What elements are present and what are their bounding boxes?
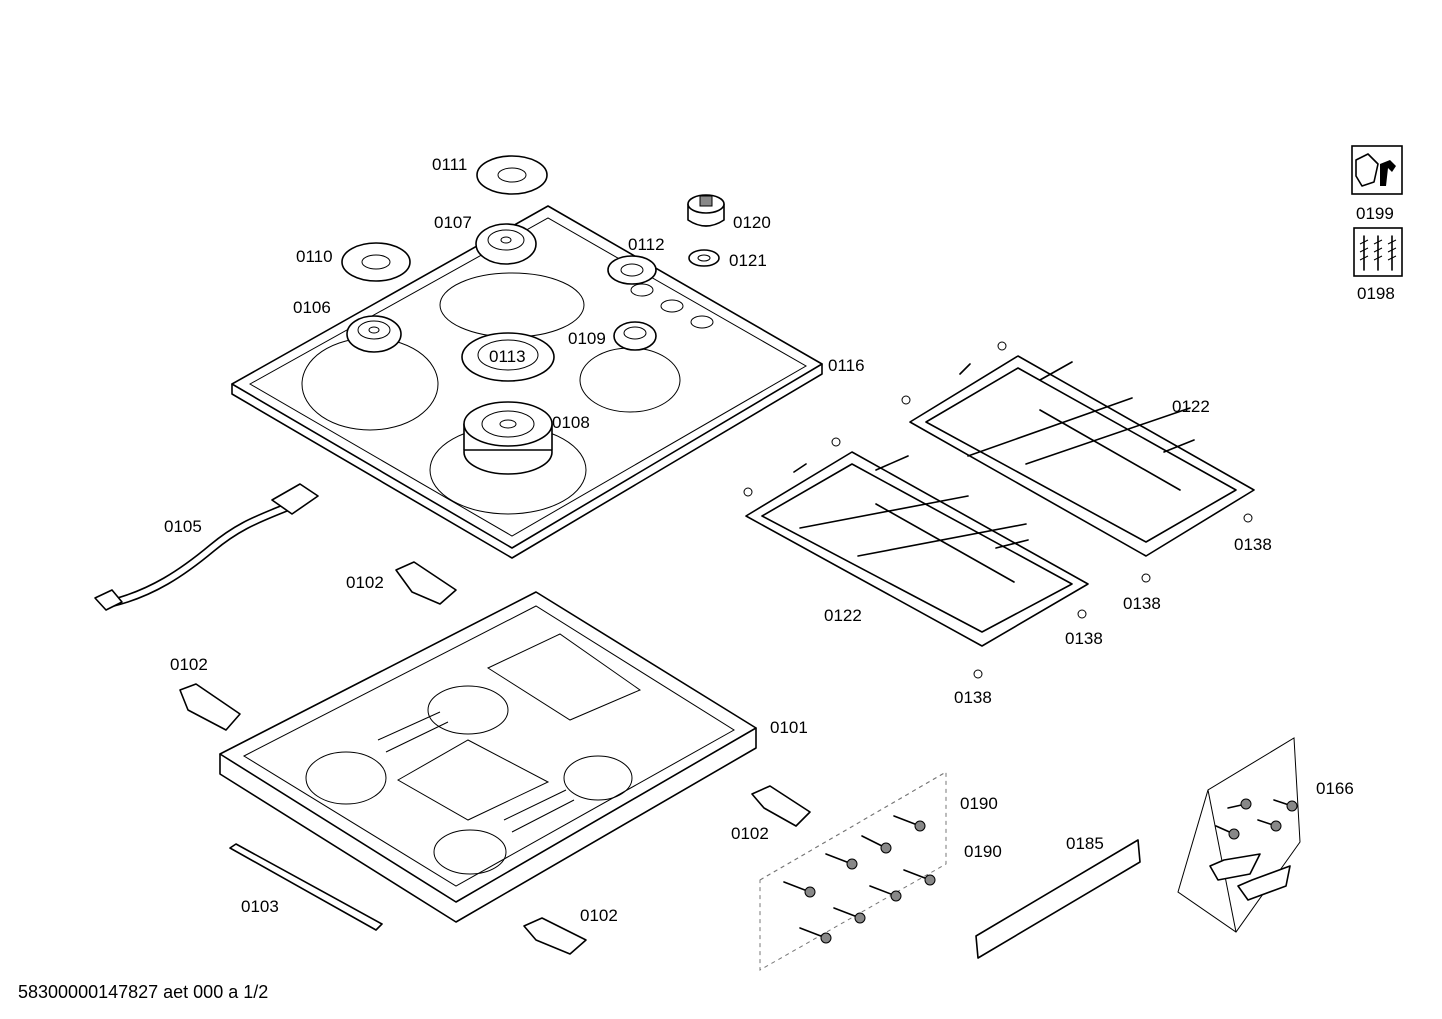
label-0110: 0110 — [296, 247, 333, 266]
burner-0109 — [613, 321, 657, 351]
burner-0108 — [463, 401, 553, 475]
fixing-kit-bag-0166 — [1177, 737, 1301, 933]
bracket-0102-a — [395, 561, 457, 605]
label-0120: 0120 — [733, 213, 771, 232]
screw-set-0190 — [759, 771, 947, 971]
base-tray-0101 — [219, 591, 757, 923]
label-0198: 0198 — [1357, 284, 1395, 303]
label-0122-a: 0122 — [1172, 397, 1210, 416]
pan-support-0122-right — [909, 355, 1255, 557]
document-id: 58300000147827 aet 000 a 1/2 — [18, 982, 268, 1002]
wrench-nut-icon — [1351, 145, 1403, 195]
label-0103: 0103 — [241, 897, 279, 916]
seal-strip-0103 — [229, 843, 383, 931]
burner-0107 — [475, 223, 537, 265]
label-0122-b: 0122 — [824, 606, 862, 625]
label-0105: 0105 — [164, 517, 202, 536]
label-0138-b: 0138 — [1123, 594, 1161, 613]
label-0107: 0107 — [434, 213, 472, 232]
label-0190-b: 0190 — [964, 842, 1002, 861]
label-0138-a: 0138 — [1234, 535, 1272, 554]
label-0138-c: 0138 — [1065, 629, 1103, 648]
injector-ring-0112 — [607, 255, 657, 285]
burner-0106 — [346, 315, 402, 353]
label-0116: 0116 — [828, 356, 865, 375]
label-0102-b: 0102 — [170, 655, 208, 674]
power-cord-0105 — [94, 483, 319, 611]
bracket-0102-b — [179, 683, 241, 731]
burner-cap-0110 — [341, 242, 411, 282]
label-0109: 0109 — [568, 329, 606, 348]
label-0108: 0108 — [552, 413, 590, 432]
label-0101: 0101 — [770, 718, 808, 737]
label-0199: 0199 — [1356, 204, 1394, 223]
label-0106: 0106 — [293, 298, 331, 317]
label-0121: 0121 — [729, 251, 767, 270]
label-0166: 0166 — [1316, 779, 1354, 798]
label-0102-a: 0102 — [346, 573, 384, 592]
burner-cap-0111 — [476, 155, 548, 195]
label-0190-a: 0190 — [960, 794, 998, 813]
control-knob-0120 — [687, 194, 725, 227]
label-0102-c: 0102 — [731, 824, 769, 843]
seal-strip-0185 — [975, 839, 1141, 959]
rubber-foot-0138-group — [743, 341, 1253, 679]
label-0112: 0112 — [628, 235, 665, 254]
label-0185: 0185 — [1066, 834, 1104, 853]
bracket-0102-d — [523, 917, 587, 955]
label-0102-d: 0102 — [580, 906, 618, 925]
screws-icon — [1353, 227, 1403, 277]
label-0111: 0111 — [432, 155, 467, 174]
pan-support-0122-left — [745, 451, 1089, 647]
spring-clip-0121 — [688, 249, 720, 267]
burner-cap-0113 — [461, 332, 555, 382]
label-0113: 0113 — [489, 347, 526, 366]
bracket-0102-c — [751, 785, 811, 827]
label-0138-d: 0138 — [954, 688, 992, 707]
